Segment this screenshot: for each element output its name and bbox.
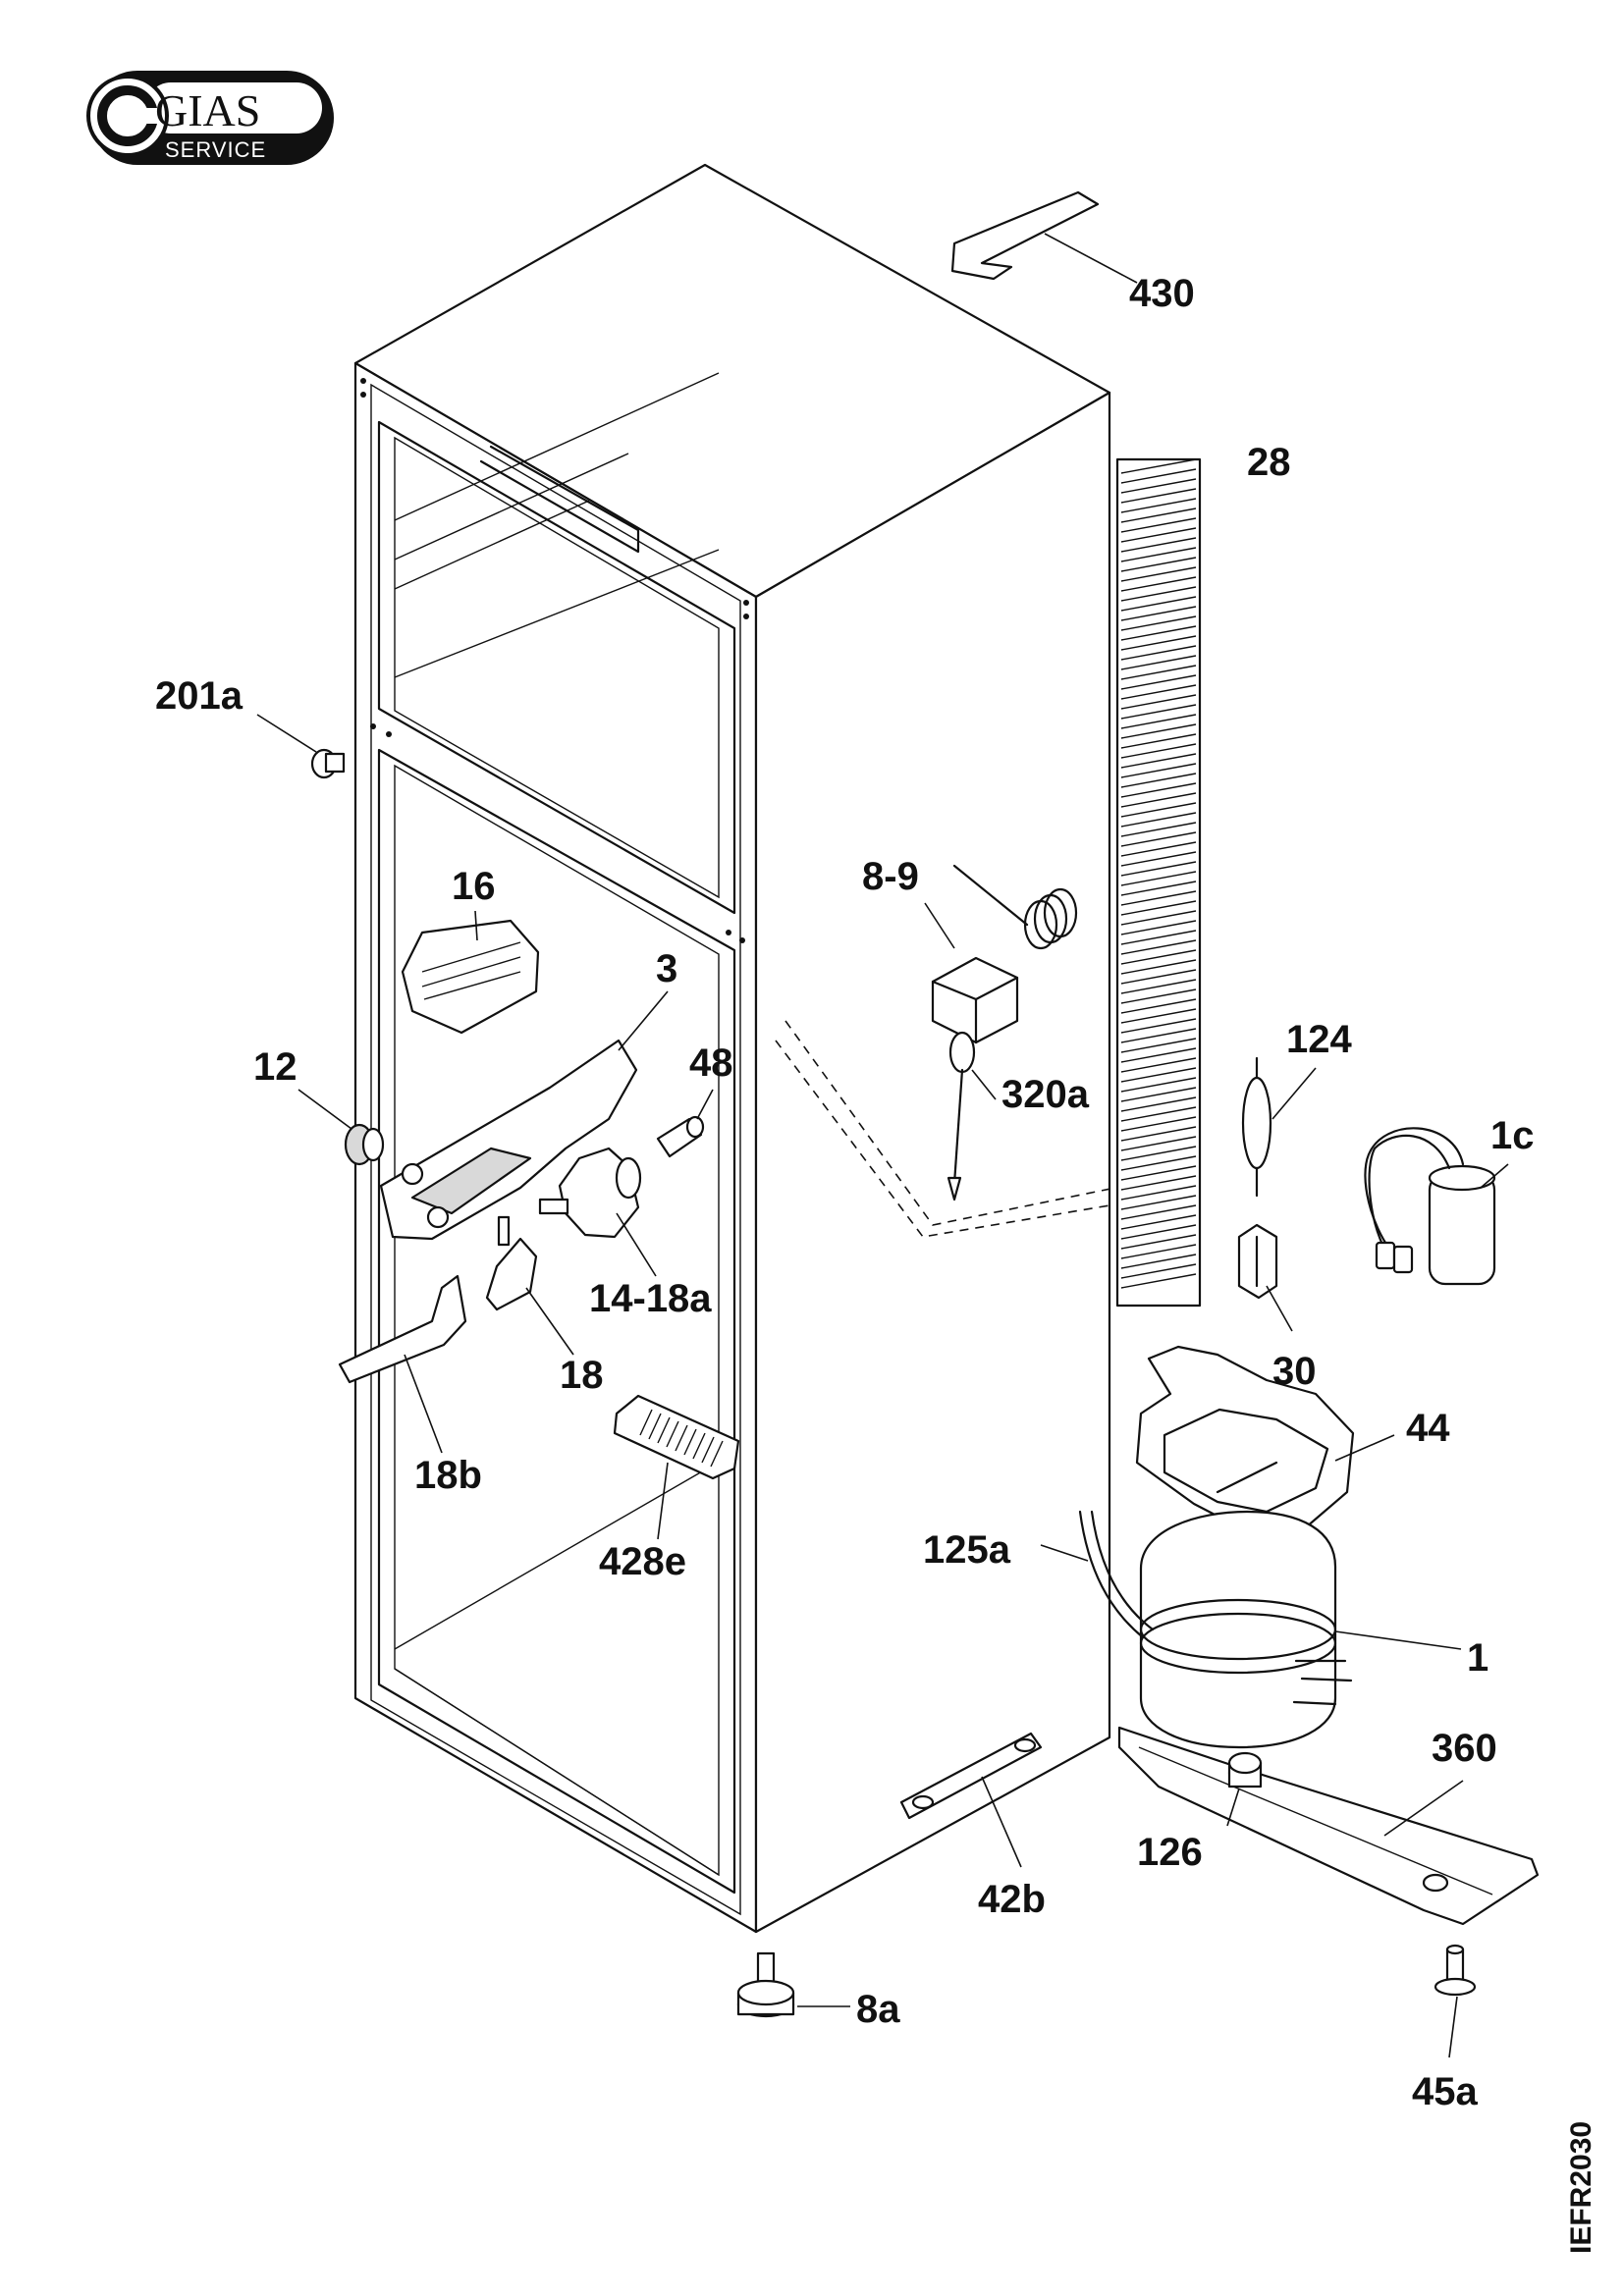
part-label-48: 48 bbox=[689, 1041, 733, 1085]
logo-brand-text: GIAS bbox=[155, 85, 260, 135]
part-label-16: 16 bbox=[452, 865, 496, 908]
part-label-428e: 428e bbox=[599, 1540, 686, 1583]
part-42b-drawing bbox=[899, 1732, 1043, 1868]
part-label-8a: 8a bbox=[856, 1988, 900, 2031]
part-1-drawing bbox=[1139, 1510, 1462, 1749]
part-label-320a: 320a bbox=[1001, 1073, 1090, 1116]
condenser-coil bbox=[1115, 457, 1202, 1308]
part-126-drawing bbox=[1226, 1751, 1263, 1827]
part-430-drawing bbox=[950, 190, 1138, 284]
part-124-drawing bbox=[1241, 1056, 1317, 1198]
part-3-drawing bbox=[379, 990, 669, 1241]
part-428e-drawing bbox=[613, 1394, 740, 1540]
part-45a-drawing bbox=[1434, 1944, 1477, 2058]
part-18-drawing bbox=[485, 1215, 574, 1356]
part-30-drawing bbox=[1237, 1223, 1293, 1332]
part-label-201a: 201a bbox=[155, 674, 243, 718]
part-16-drawing bbox=[401, 910, 540, 1035]
part-label-3: 3 bbox=[656, 947, 677, 990]
part-125a-drawing bbox=[1040, 1510, 1155, 1639]
part-label-8-9: 8-9 bbox=[862, 855, 919, 898]
part-8-9-drawing bbox=[924, 864, 1078, 1044]
part-label-45a: 45a bbox=[1412, 2070, 1478, 2113]
drawing-code: IEFR2030 bbox=[1565, 2121, 1597, 2254]
part-label-1: 1 bbox=[1467, 1636, 1488, 1680]
gias-service-logo: GIAS SERVICE bbox=[86, 71, 334, 165]
logo-subtitle-text: SERVICE bbox=[165, 137, 266, 162]
part-label-28: 28 bbox=[1247, 441, 1291, 484]
part-320a-drawing bbox=[947, 1031, 997, 1201]
part-label-18b: 18b bbox=[414, 1454, 482, 1497]
part-201a-drawing bbox=[256, 714, 346, 779]
part-label-126: 126 bbox=[1137, 1831, 1203, 1874]
part-44-drawing bbox=[1135, 1345, 1395, 1533]
part-label-14-18a: 14-18a bbox=[589, 1277, 712, 1320]
part-1c-drawing bbox=[1364, 1127, 1509, 1286]
part-label-44: 44 bbox=[1406, 1407, 1450, 1450]
refrigerator-cabinet bbox=[353, 163, 1116, 1934]
part-label-430: 430 bbox=[1129, 272, 1195, 315]
part-label-360: 360 bbox=[1432, 1727, 1497, 1770]
part-360-drawing bbox=[1117, 1726, 1540, 1926]
part-label-124: 124 bbox=[1286, 1018, 1352, 1061]
part-12-drawing bbox=[298, 1089, 385, 1166]
part-labels: 430 28 201a 16 3 12 48 14-18a 18 18b 428… bbox=[155, 272, 1535, 2113]
part-label-1c: 1c bbox=[1490, 1114, 1535, 1157]
part-8a-drawing bbox=[736, 1951, 850, 2018]
part-label-12: 12 bbox=[253, 1045, 298, 1089]
part-14-18a-drawing bbox=[538, 1147, 657, 1277]
part-18b-drawing bbox=[338, 1274, 467, 1454]
part-label-125a: 125a bbox=[923, 1528, 1011, 1572]
part-label-18: 18 bbox=[560, 1354, 604, 1397]
part-48-drawing bbox=[656, 1089, 714, 1158]
part-label-30: 30 bbox=[1272, 1350, 1317, 1393]
part-label-42b: 42b bbox=[978, 1878, 1046, 1921]
